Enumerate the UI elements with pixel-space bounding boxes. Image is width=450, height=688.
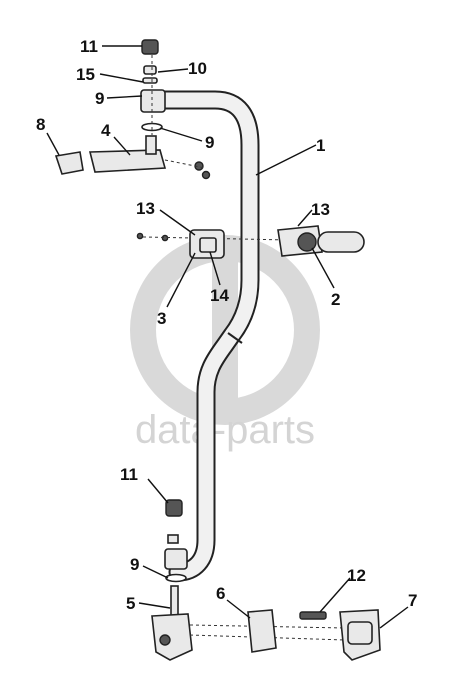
tube-clamp-band bbox=[227, 332, 243, 344]
callout-4: 4 bbox=[101, 121, 111, 140]
clamp-2-handle bbox=[317, 231, 365, 253]
callout-8: 8 bbox=[36, 115, 45, 134]
base-valve-port bbox=[159, 634, 171, 646]
cap-nut-11-top bbox=[141, 39, 159, 55]
tube-bottom-fitting bbox=[164, 548, 188, 570]
callout-9c: 9 bbox=[130, 555, 139, 574]
callout-2: 2 bbox=[331, 290, 340, 309]
watermark-logo-ring bbox=[130, 235, 320, 425]
upper-bracket-assembly bbox=[54, 135, 211, 180]
leader-3 bbox=[166, 252, 196, 308]
leader-1 bbox=[255, 144, 317, 176]
leader-14 bbox=[209, 251, 221, 286]
leader-15 bbox=[99, 73, 144, 83]
callout-10: 10 bbox=[188, 59, 207, 78]
leader-7 bbox=[379, 606, 409, 629]
lower-bracket-assembly bbox=[151, 609, 381, 661]
bracket-nut bbox=[201, 170, 211, 180]
callout-labels: 1 2 3 4 5 6 7 8 9 9 9 10 11 11 12 13 13 … bbox=[36, 37, 417, 613]
callout-11b: 11 bbox=[120, 465, 138, 484]
callout-13a: 13 bbox=[136, 199, 155, 218]
seal-15 bbox=[142, 77, 158, 84]
o-ring-9-bottom bbox=[165, 573, 187, 583]
base-valve-5 bbox=[151, 613, 193, 661]
leader-9a bbox=[106, 95, 143, 99]
callout-14: 14 bbox=[210, 286, 229, 305]
callout-9a: 9 bbox=[95, 89, 104, 108]
bracket-4-stem bbox=[145, 135, 157, 155]
leader-10 bbox=[157, 68, 189, 73]
leader-2 bbox=[311, 247, 335, 289]
leader-6 bbox=[226, 599, 251, 619]
leader-9b bbox=[159, 127, 203, 142]
bracket-axis-line bbox=[164, 159, 206, 169]
top-fasteners bbox=[141, 39, 163, 135]
callout-6: 6 bbox=[216, 584, 225, 603]
callout-9b: 9 bbox=[205, 133, 214, 152]
callout-15: 15 bbox=[76, 65, 95, 84]
leader-8 bbox=[46, 132, 60, 156]
bolt-12 bbox=[299, 611, 327, 620]
mid-clamp-assembly bbox=[136, 225, 365, 259]
callout-11a: 11 bbox=[80, 37, 98, 56]
leader-lines bbox=[46, 45, 409, 629]
clamp-2-nut bbox=[297, 232, 317, 252]
bracket-6 bbox=[247, 609, 277, 653]
leader-12 bbox=[319, 577, 351, 613]
leader-11b bbox=[147, 478, 169, 504]
cap-nut-11-bottom bbox=[165, 499, 183, 517]
bottom-axis-line-b bbox=[189, 634, 346, 641]
screw-small-2 bbox=[161, 234, 169, 242]
small-block bbox=[167, 534, 179, 544]
callout-1: 1 bbox=[316, 136, 325, 155]
bracket-4 bbox=[88, 149, 167, 173]
screw-small-1 bbox=[136, 232, 144, 240]
leader-9c bbox=[142, 565, 169, 579]
stud-5 bbox=[170, 585, 179, 617]
housing-7-window bbox=[347, 621, 373, 645]
bottom-axis-line-a bbox=[189, 624, 346, 629]
leader-5 bbox=[138, 602, 171, 609]
leader-4 bbox=[113, 136, 131, 156]
callout-13b: 13 bbox=[311, 200, 330, 219]
leader-13b bbox=[297, 209, 313, 227]
watermark-text: data-parts bbox=[135, 408, 315, 452]
bracket-8 bbox=[54, 151, 84, 175]
callout-7: 7 bbox=[408, 591, 417, 610]
callout-5: 5 bbox=[126, 594, 135, 613]
lower-fasteners bbox=[165, 499, 187, 617]
clamp-14-plate bbox=[199, 237, 217, 253]
callout-12: 12 bbox=[347, 566, 366, 585]
washer-10 bbox=[143, 65, 157, 75]
tube-assembly bbox=[140, 89, 260, 582]
tube-top-fitting bbox=[140, 89, 166, 113]
leader-13a bbox=[159, 209, 196, 236]
callout-3: 3 bbox=[157, 309, 166, 328]
